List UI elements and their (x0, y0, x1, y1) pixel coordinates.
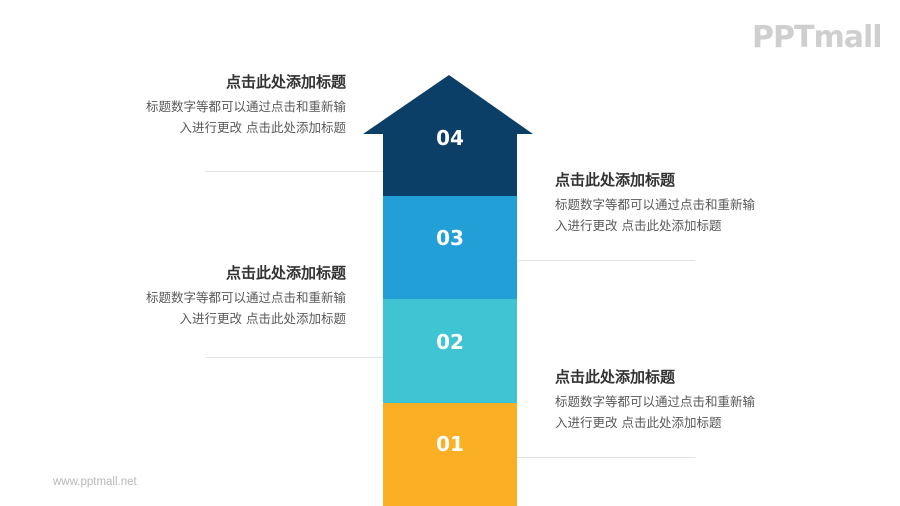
step-02-desc-line2[interactable]: 入进行更改 点击此处添加标题 (179, 311, 346, 326)
pptmall-logo: PPTmall (752, 20, 883, 55)
step-02-text: 点击此处添加标题 标题数字等都可以通过点击和重新输 入进行更改 点击此处添加标题 (106, 263, 346, 329)
step-number-03: 03 (436, 226, 464, 250)
step-03-desc-line1[interactable]: 标题数字等都可以通过点击和重新输 (555, 197, 756, 212)
step-number-04: 04 (436, 126, 464, 150)
step-04-text: 点击此处添加标题 标题数字等都可以通过点击和重新输 入进行更改 点击此处添加标题 (106, 72, 346, 138)
segment-03 (383, 180, 517, 299)
segment-04-arrowhead (363, 75, 533, 196)
step-01-text: 点击此处添加标题 标题数字等都可以通过点击和重新输 入进行更改 点击此处添加标题 (555, 367, 795, 433)
step-01-title[interactable]: 点击此处添加标题 (555, 368, 676, 386)
step-04-desc-line1[interactable]: 标题数字等都可以通过点击和重新输 (145, 99, 346, 114)
step-02-title[interactable]: 点击此处添加标题 (225, 264, 346, 282)
step-04-desc-line2[interactable]: 入进行更改 点击此处添加标题 (179, 120, 346, 135)
step-04-divider (205, 171, 383, 172)
step-number-02: 02 (436, 330, 464, 354)
step-01-divider (517, 457, 695, 458)
step-01-desc-line2[interactable]: 入进行更改 点击此处添加标题 (555, 415, 722, 430)
step-03-desc-line2[interactable]: 入进行更改 点击此处添加标题 (555, 218, 722, 233)
step-02-divider (205, 357, 383, 358)
step-04-title[interactable]: 点击此处添加标题 (225, 73, 346, 91)
step-03-text: 点击此处添加标题 标题数字等都可以通过点击和重新输 入进行更改 点击此处添加标题 (555, 170, 795, 236)
segment-01 (383, 387, 517, 506)
step-number-01: 01 (436, 432, 464, 456)
footer-url: www.pptmall.net (53, 476, 137, 488)
step-02-desc-line1[interactable]: 标题数字等都可以通过点击和重新输 (145, 290, 346, 305)
step-01-desc-line1[interactable]: 标题数字等都可以通过点击和重新输 (555, 394, 756, 409)
step-03-title[interactable]: 点击此处添加标题 (555, 171, 676, 189)
step-03-divider (517, 260, 695, 261)
